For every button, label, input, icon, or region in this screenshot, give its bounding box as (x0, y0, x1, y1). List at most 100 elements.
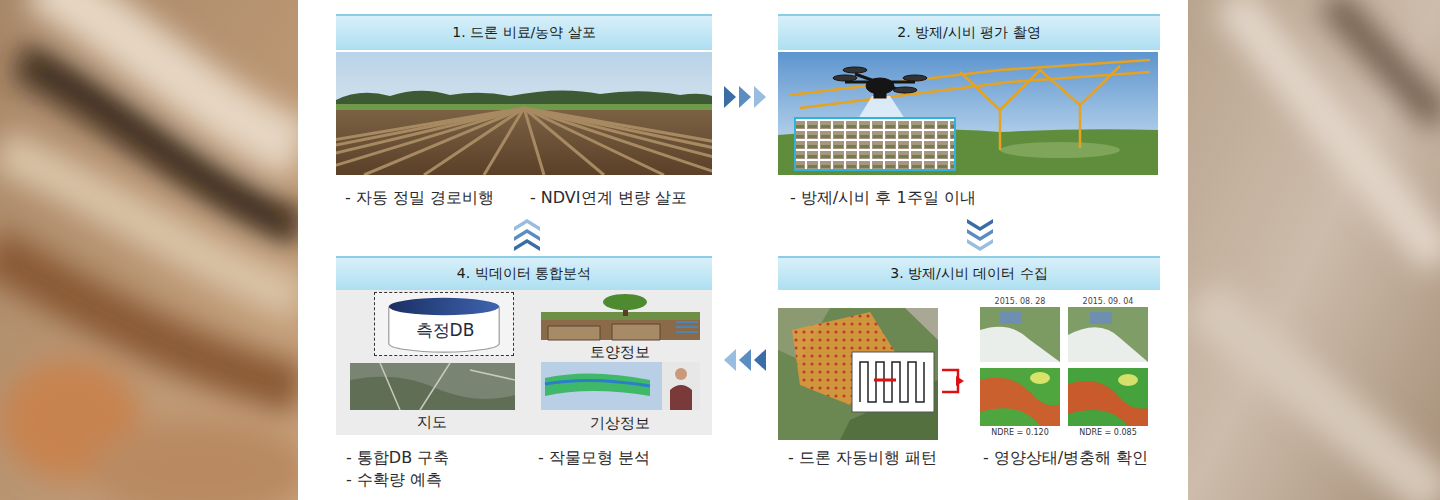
database-box: 측정DB (374, 292, 514, 356)
flow-arrows (724, 349, 766, 371)
analysis-panel-part (675, 368, 687, 380)
field-photo-part-part (524, 108, 712, 175)
ndre-thumbnails-part (980, 368, 1060, 426)
flow-chevron (739, 86, 751, 108)
analysis-panel (336, 290, 712, 435)
drone-photo-part-part (874, 90, 886, 98)
analysis-panel-part (350, 377, 515, 410)
analysis-panel-part (676, 326, 698, 328)
drone-photo-part-part (833, 75, 857, 81)
field-photo-part (336, 108, 712, 175)
stage-heading: 3. 방제/시비 데이터 수집 (778, 256, 1160, 290)
background-photo-right-part (1188, 0, 1440, 500)
field-photo-part-part (336, 108, 524, 175)
field-photo-part-part (524, 108, 664, 175)
drone-photo-part-part (960, 66, 1120, 110)
analysis-panel-part (545, 373, 650, 396)
stage-heading: 1. 드론 비료/농약 살포 (336, 14, 712, 50)
flight-map-photo-part (874, 379, 896, 382)
white-panel (298, 0, 1188, 500)
flight-map-photo-part (778, 308, 938, 440)
flow-chevron (754, 86, 766, 108)
ndre-thumbnails-part (980, 378, 1060, 426)
image-caption: 2015. 08. 28 (995, 297, 1046, 307)
flow-chevron (967, 239, 993, 251)
analysis-panel-part (548, 324, 660, 340)
image-caption: NDRE = 0.120 (991, 428, 1048, 438)
field-photo-part-part (524, 108, 712, 175)
database-label: 측정DB (416, 320, 475, 340)
ndre-thumbnails-part (1068, 368, 1148, 426)
stage-bullet: - 수확량 예측 (346, 470, 442, 490)
background-photo-right-part-part (1200, 300, 1440, 500)
stage-bullet: - 자동 정밀 경로비행 (345, 188, 494, 208)
background-photo-right (1188, 0, 1440, 500)
flow-chevron (967, 229, 993, 241)
ndre-thumbnails (980, 307, 1148, 426)
ndre-thumbnails-part (1068, 381, 1148, 426)
field-photo-part-part (336, 108, 524, 175)
drone-photo-part (1000, 142, 1120, 158)
stage-bullet: - 통합DB 구축 (346, 448, 449, 468)
flow-chevron (514, 219, 540, 231)
picture-label: 기상정보 (590, 414, 650, 432)
flow-arrows (967, 219, 993, 251)
drone-photo-part (833, 67, 927, 98)
flow-chevron (514, 229, 540, 241)
flight-map-photo-part (942, 370, 958, 392)
analysis-panel-part (336, 290, 712, 435)
drone-photo-part-part (843, 67, 867, 73)
drone-photo-part-part (999, 110, 1002, 150)
flight-map-photo-part (905, 308, 938, 340)
stage-bullet: - 드론 자동비행 패턴 (788, 448, 937, 468)
flow-chevron (514, 239, 540, 251)
background-photo-left-part-part (20, 60, 300, 230)
ndre-thumbnails-part (980, 307, 1060, 362)
analysis-panel-part (676, 331, 698, 333)
image-caption: NDRE = 0.085 (1079, 428, 1136, 438)
stage-box: 3. 방제/시비 데이터 수집- 드론 자동비행 패턴- 영양상태/병충해 확인 (778, 256, 1160, 472)
background-photo-left-part (0, 0, 310, 500)
picture-label: 토양정보 (590, 343, 650, 361)
analysis-panel-part (662, 362, 700, 410)
flight-map-photo-part (860, 362, 924, 402)
image-caption: 2015. 09. 04 (1083, 297, 1134, 307)
analysis-panel-part (541, 362, 700, 410)
picture-label: 지도 (417, 413, 447, 431)
flow-chevron (724, 86, 736, 108)
background-photo-right-part (1200, 0, 1440, 500)
stage-heading: 4. 빅데이터 통합분석 (336, 256, 712, 290)
drone-photo-part (795, 118, 955, 170)
stage-heading: 2. 방제/시비 평가 촬영 (778, 14, 1160, 50)
cylinder-top (389, 298, 499, 315)
ndre-thumbnails-part (980, 327, 1060, 362)
background-photo-right-part-part (1230, 0, 1440, 260)
drone-photo-part-part (800, 72, 1150, 108)
analysis-panel-part (545, 380, 650, 386)
ndre-thumbnails-part (1118, 374, 1138, 386)
drone-photo (778, 52, 1158, 175)
flow-chevron (967, 219, 993, 231)
field-photo-part-part (364, 108, 524, 175)
analysis-panel-part (541, 312, 700, 320)
stage-bullet: - 방제/시비 후 1주일 이내 (790, 188, 976, 208)
background-photo-left (0, 0, 310, 500)
flow-arrows (514, 219, 540, 251)
drone-photo-part (778, 52, 1158, 175)
stage-box: 2. 방제/시비 평가 촬영 - 방제/시비 후 1주일 이내 (778, 14, 1160, 214)
flow-chevron (724, 349, 736, 371)
flow-chevron (739, 349, 751, 371)
flight-map-photo-part (852, 352, 934, 412)
ndre-thumbnails-part (1090, 312, 1112, 324)
analysis-panel-part (670, 385, 692, 410)
ndre-thumbnails-part (1030, 372, 1050, 384)
ndre-thumbnails-part (1068, 307, 1148, 362)
ndre-thumbnails-part (1068, 327, 1148, 362)
drone-photo-part-part (1079, 105, 1082, 148)
analysis-panel-part (603, 294, 647, 310)
analysis-panel-part (350, 363, 515, 410)
background-photo-left-part-part (90, 420, 310, 500)
